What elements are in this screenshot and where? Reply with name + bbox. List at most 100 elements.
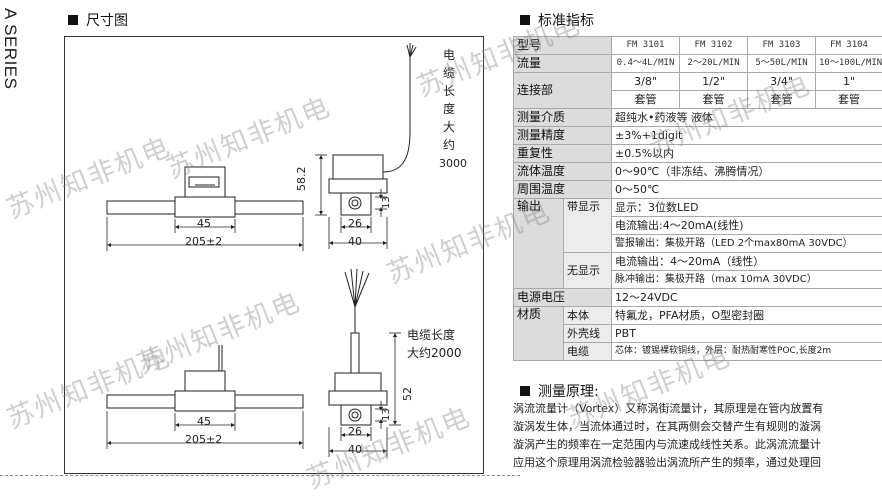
series-label: A SERIES <box>0 8 20 94</box>
model-label: 型号 <box>514 37 612 55</box>
front-view-bottom <box>107 345 303 411</box>
with-display-label: 带显示 <box>564 199 612 253</box>
ambient-temp-value: 0～50℃ <box>612 181 882 199</box>
medium-label: 测量介质 <box>514 109 612 127</box>
spec-table: 型号 FM 3101 FM 3102 FM 3103 FM 3104 流量 0.… <box>513 36 882 361</box>
dim-40-top: 40 <box>348 235 362 248</box>
dim-13-bottom: 13 <box>381 408 392 421</box>
table-row: 连接部 3/8" 1/2" 3/4" 1" <box>514 73 882 91</box>
svg-text:度: 度 <box>443 101 455 116</box>
model-cell: FM 3102 <box>680 37 748 55</box>
cable-length-label-bottom-2: 大约2000 <box>407 345 462 360</box>
cable-value: 芯体：镀锡裸软铜线，外层：耐热耐寒性POC,长度2m <box>612 343 882 361</box>
dimension-drawing: 45 205±2 58.2 13 2 <box>65 37 485 475</box>
table-row: 测量精度 ±3%+1digit <box>514 127 882 145</box>
principle-line: 涡流流量计（Vortex）又称涡街流量计，其原理是在管内放置有 <box>513 400 882 418</box>
shell-value: PBT <box>612 325 882 343</box>
dim-45-bottom: 45 <box>197 415 211 428</box>
bottom-divider <box>0 475 520 476</box>
svg-text:3000: 3000 <box>439 157 467 170</box>
pulse-output: 脉冲输出：集极开路（max 10mA 30VDC） <box>612 271 882 289</box>
power-label: 电源电压 <box>514 289 612 307</box>
model-cell: FM 3103 <box>748 37 816 55</box>
square-bullet-icon <box>520 386 530 396</box>
square-bullet-icon <box>520 15 530 25</box>
conn-type-cell: 套管 <box>680 91 748 109</box>
table-row: 流量 0.4～4L/MIN 2～20L/MIN 5～50L/MIN 10～100… <box>514 55 882 73</box>
fluid-temp-label: 流体温度 <box>514 163 612 181</box>
table-row: 流体温度 0～90℃（非冻结、沸腾情况） <box>514 163 882 181</box>
flow-cell: 5～50L/MIN <box>748 55 816 73</box>
principle-title-text: 测量原理: <box>538 381 599 401</box>
dim-40-bottom: 40 <box>348 443 362 456</box>
principle-title: 测量原理: <box>520 381 599 401</box>
table-row: 电源电压 12～24VDC <box>514 289 882 307</box>
output-label: 输出 <box>514 199 564 289</box>
table-row: 材质 本体 特氟龙，PFA材质，O型密封圈 <box>514 307 882 325</box>
svg-text:大: 大 <box>443 120 455 134</box>
dim-205-bottom: 205±2 <box>185 433 222 446</box>
dimension-drawing-panel: 45 205±2 58.2 13 2 <box>64 36 484 474</box>
no-display-label: 无显示 <box>564 253 612 289</box>
dim-52: 52 <box>401 387 414 401</box>
table-row: 输出 带显示 显示：3位数LED <box>514 199 882 217</box>
accuracy-label: 测量精度 <box>514 127 612 145</box>
medium-value: 超纯水•药液等 液体 <box>612 109 882 127</box>
table-row: 外壳线 PBT <box>514 325 882 343</box>
cable-length-label-top: 电 缆 长 度 大 约 3000 <box>439 48 467 170</box>
svg-text:长: 长 <box>443 84 455 98</box>
fluid-temp-value: 0～90℃（非冻结、沸腾情况） <box>612 163 882 181</box>
repeatability-value: ±0.5%以内 <box>612 145 882 163</box>
conn-type-cell: 套管 <box>816 91 882 109</box>
accuracy-value: ±3%+1digit <box>612 127 882 145</box>
flow-cell: 10～100L/MIN <box>816 55 882 73</box>
table-row: 电缆 芯体：镀锡裸软铜线，外层：耐热耐寒性POC,长度2m <box>514 343 882 361</box>
conn-size-cell: 3/8" <box>612 73 680 91</box>
dim-26-bottom: 26 <box>348 425 362 438</box>
flow-cell: 0.4～4L/MIN <box>612 55 680 73</box>
conn-size-cell: 1/2" <box>680 73 748 91</box>
alarm-output: 警报输出：集极开路（LED 2个max80mA 30VDC） <box>612 235 882 253</box>
ambient-temp-label: 周围温度 <box>514 181 612 199</box>
dim-13-top: 13 <box>381 196 392 209</box>
principle-text: 涡流流量计（Vortex）又称涡街流量计，其原理是在管内放置有 漩涡发生体，当流… <box>513 400 882 472</box>
side-view-top <box>329 43 416 215</box>
right-section-title: 标准指标 <box>520 10 594 30</box>
side-view-bottom <box>329 269 387 425</box>
principle-line: 应用这个原理用涡流检验器验出涡流所产生的频率，通过处理回 <box>513 454 882 472</box>
cable-label: 电缆 <box>564 343 612 361</box>
power-value: 12～24VDC <box>612 289 882 307</box>
conn-type-cell: 套管 <box>612 91 680 109</box>
svg-text:电: 电 <box>443 48 455 62</box>
model-cell: FM 3101 <box>612 37 680 55</box>
dim-58-2: 58.2 <box>295 167 308 192</box>
table-row: 无显示 电流输出：4～20mA（线性） <box>514 253 882 271</box>
flow-cell: 2～20L/MIN <box>680 55 748 73</box>
conn-size-cell: 3/4" <box>748 73 816 91</box>
model-cell: FM 3104 <box>816 37 882 55</box>
svg-text:约: 约 <box>443 137 455 152</box>
table-row: 周围温度 0～50℃ <box>514 181 882 199</box>
principle-line: 漩涡产生的频率在一定范围内与流速成线性关系。此涡流流量计 <box>513 436 882 454</box>
right-title-text: 标准指标 <box>538 10 594 30</box>
left-section-title: 尺寸图 <box>68 10 128 30</box>
conn-size-cell: 1" <box>816 73 882 91</box>
dim-205-top: 205±2 <box>185 235 222 248</box>
repeatability-label: 重复性 <box>514 145 612 163</box>
current-output-2: 电流输出：4～20mA（线性） <box>612 253 882 271</box>
conn-type-cell: 套管 <box>748 91 816 109</box>
dim-45-top: 45 <box>197 217 211 230</box>
table-row: 测量介质 超纯水•药液等 液体 <box>514 109 882 127</box>
square-bullet-icon <box>68 15 78 25</box>
body-value: 特氟龙，PFA材质，O型密封圈 <box>612 307 882 325</box>
left-title-text: 尺寸图 <box>86 10 128 30</box>
svg-text:缆: 缆 <box>443 66 455 80</box>
principle-line: 漩涡发生体，当流体通过时，在其两侧会交替产生有规则的漩涡 <box>513 418 882 436</box>
flow-label: 流量 <box>514 55 612 73</box>
shell-label: 外壳线 <box>564 325 612 343</box>
body-label: 本体 <box>564 307 612 325</box>
dim-26-top: 26 <box>348 217 362 230</box>
display-value: 显示：3位数LED <box>612 199 882 217</box>
cable-length-label-bottom-1: 电缆长度 <box>407 327 455 342</box>
connection-label: 连接部 <box>514 73 612 109</box>
